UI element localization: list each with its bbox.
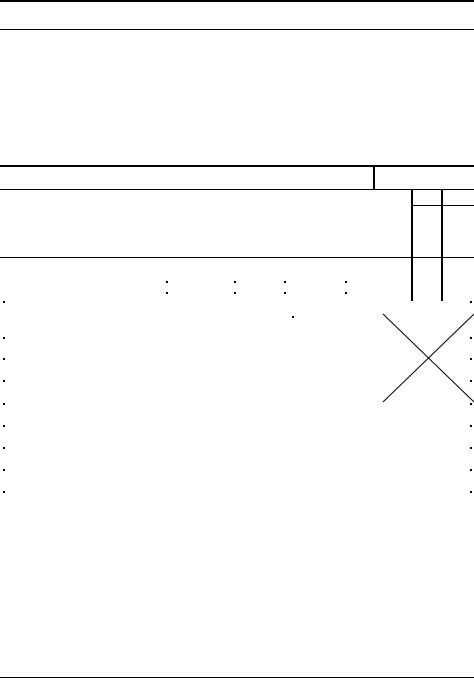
row-marker-right [470,403,472,405]
table-top-rule [0,165,474,167]
row-marker-right [470,337,472,339]
check-column-right [441,189,443,301]
tick-mark [166,292,168,294]
row-marker-right [470,358,472,360]
row-marker-left [3,358,5,360]
row-marker-left [3,337,5,339]
tick-mark [166,281,168,283]
table-header-column-divider [373,165,375,190]
row-marker-left [3,491,5,493]
header-divider [0,29,474,30]
row-marker-left [3,403,5,405]
cross-stroke-b [382,313,474,403]
check-column-left [411,189,413,301]
tick-mark [234,292,236,294]
tick-mark [284,281,286,283]
row-marker-right [470,447,472,449]
row-marker-right [470,491,472,493]
row-marker-right [470,425,472,427]
row-marker-right [470,469,472,471]
row-marker-left [3,447,5,449]
row-marker-left [3,469,5,471]
tick-mark [292,316,294,318]
table-header-separator [0,189,474,190]
row-marker-left [3,301,5,303]
bottom-border [0,677,474,678]
tick-mark [234,281,236,283]
row-marker-right [470,380,472,382]
column-head-bottom-rule [0,257,474,258]
tick-mark [284,292,286,294]
row-marker-left [3,425,5,427]
row-marker-left [3,380,5,382]
row-marker-right [470,301,472,303]
check-subheader-rule [411,205,474,206]
tick-mark [345,292,347,294]
tick-mark [345,281,347,283]
top-border [0,0,474,2]
